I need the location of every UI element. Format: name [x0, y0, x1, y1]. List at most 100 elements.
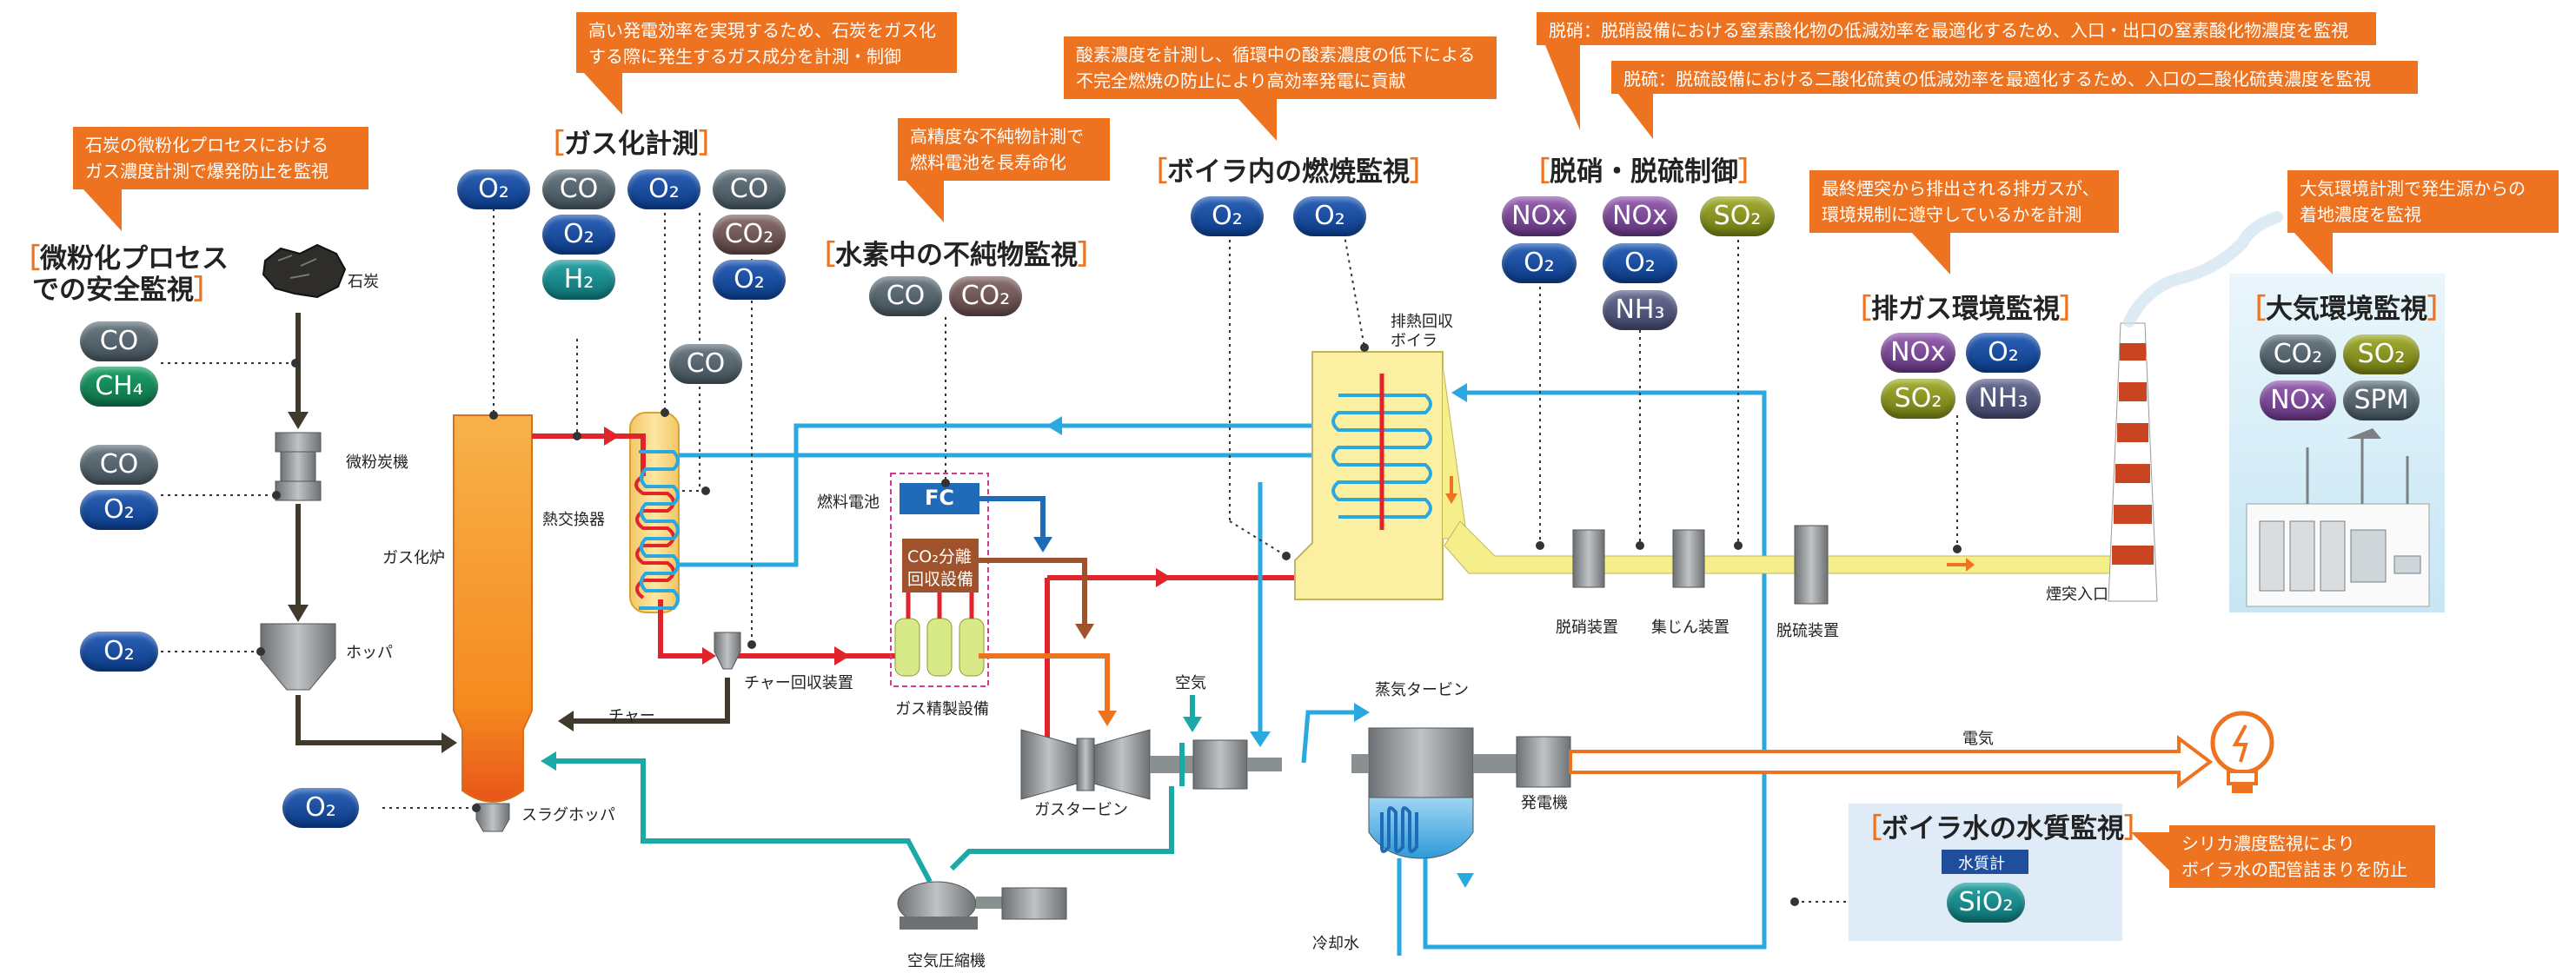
section-pulverize-line2: での安全監視	[13, 275, 194, 306]
gas-pill-o2: O₂	[1603, 243, 1677, 283]
callout-boiler-water: シリカ濃度監視により ボイラ水の配管詰まりを防止	[2169, 825, 2435, 888]
section-boiler-title: ボイラ内の燃焼監視	[1167, 156, 1410, 188]
bracket-close: ］	[1738, 156, 1765, 188]
bracket-open: ［	[1844, 294, 1871, 325]
gas-pill-o2: O₂	[1966, 333, 2041, 373]
label-hopper: ホッパ	[346, 640, 393, 663]
label-char-recovery: チャー回収装置	[744, 671, 853, 693]
gas-pill-nox: NOx	[2260, 381, 2336, 420]
gas-pill-co2: CO₂	[2260, 334, 2336, 374]
bracket-close: ］	[2124, 813, 2151, 844]
callout-gasification: 高い発電効率を実現するため、石炭をガス化 する際に発生するガス成分を計測・制御	[576, 12, 957, 73]
bracket-close: ］	[2427, 294, 2454, 325]
label-co2-separation: CO₂分離	[907, 544, 972, 567]
bracket-close: ］	[1410, 156, 1437, 188]
label-air: 空気	[1175, 671, 1206, 693]
gas-pill-o2: O₂	[1502, 243, 1577, 283]
electricity-arrow	[1570, 738, 2210, 785]
gas-pill-nox: NOx	[1881, 333, 1955, 373]
generator	[1517, 737, 1570, 787]
gas-pill-so2: SO₂	[2343, 334, 2420, 374]
section-pulverize: ［微粉化プロセス での安全監視］	[13, 243, 229, 306]
hopper	[261, 624, 335, 690]
label-hrsg-2: ボイラ	[1391, 328, 1437, 351]
section-boiler-combustion: ［ボイラ内の燃焼監視］	[1140, 149, 1437, 189]
label-pulverizer: 微粉炭機	[346, 450, 408, 473]
label-gasifier: ガス化炉	[382, 546, 445, 568]
gas-pill-co: CO	[80, 445, 158, 485]
bracket-open: ［	[13, 243, 40, 275]
section-pulverize-line1: 微粉化プロセス	[40, 243, 229, 275]
gas-turbine	[1021, 730, 1282, 799]
gas-pill-co: CO	[80, 321, 158, 361]
gas-pill-o2: O₂	[80, 632, 158, 672]
callout-atmosphere: 大気環境計測で発生源からの 着地濃度を監視	[2287, 170, 2559, 233]
label-fc: FC	[925, 486, 954, 510]
bracket-open: ［	[537, 129, 564, 160]
gas-pill-so2: SO₂	[1700, 196, 1775, 236]
section-boiler-water: ［ボイラ水の水質監視］	[1855, 806, 2151, 845]
exhaust-duct	[1444, 476, 2138, 604]
bracket-close: ］	[2060, 294, 2087, 325]
gas-pill-co: CO	[542, 169, 615, 209]
syngas-arrowheads	[604, 358, 1391, 665]
char-recovery	[714, 632, 740, 669]
bracket-open: ［	[1855, 813, 1882, 844]
gas-pill-o2: O₂	[1191, 196, 1264, 236]
label-dust-collector: 集じん装置	[1651, 615, 1730, 638]
gas-pill-o2: O₂	[80, 490, 158, 530]
section-atmosphere: ［大気環境監視］	[2239, 287, 2454, 326]
callout-pulverize: 石炭の微粉化プロセスにおける ガス濃度計測で爆発防止を監視	[73, 127, 368, 189]
label-water-meter: 水質計	[1958, 851, 2005, 874]
section-boiler-water-title: ボイラ水の水質監視	[1882, 813, 2124, 844]
gas-pill-o2: O₂	[627, 169, 700, 209]
callout-desulf: 脱硫：脱硫設備における二酸化硫黄の低減効率を最適化するため、入口の二酸化硫黄濃度…	[1611, 61, 2418, 94]
gas-pill-nh3: NH₃	[1966, 379, 2041, 419]
label-co2-recovery: 回収設備	[907, 566, 973, 590]
gas-pill-co: CO	[669, 344, 742, 384]
label-generator: 発電機	[1521, 791, 1568, 813]
label-gas-refining: ガス精製設備	[895, 697, 989, 719]
section-atmosphere-title: 大気環境監視	[2266, 294, 2427, 325]
label-fuel-cell: 燃料電池	[817, 490, 880, 513]
callout-fuel-cell: 高精度な不純物計測で 燃料電池を長寿命化	[898, 118, 1110, 181]
label-air-compressor: 空気圧縮機	[907, 949, 986, 971]
steam-turbine	[1351, 728, 1517, 858]
gas-pill-o2: O₂	[713, 260, 786, 300]
coal-pile-icon	[263, 245, 345, 297]
label-coal: 石炭	[348, 269, 379, 292]
label-gas-turbine: ガスタービン	[1034, 798, 1128, 820]
gas-pill-nox: NOx	[1502, 196, 1577, 236]
gas-pill-o2: O₂	[1293, 196, 1366, 236]
section-hydrogen: ［水素中の不純物監視］	[808, 233, 1105, 272]
label-denox: 脱硝装置	[1556, 615, 1618, 638]
section-exhaust-title: 排ガス環境監視	[1871, 294, 2060, 325]
bracket-open: ［	[808, 240, 835, 271]
label-slag-hopper: スラグホッパ	[521, 803, 615, 825]
bracket-close: ］	[699, 129, 726, 160]
gas-pill-co2: CO₂	[949, 276, 1022, 316]
label-electricity: 電気	[1962, 726, 1994, 749]
bracket-open: ［	[1140, 156, 1167, 188]
section-denox-desulf: ［脱硝・脱硫制御］	[1523, 149, 1765, 189]
gas-pill-o2: O₂	[542, 215, 615, 255]
label-cooling-water: 冷却水	[1312, 931, 1359, 954]
gas-pill-o2: O₂	[457, 169, 530, 209]
light-bulb-icon	[2213, 713, 2272, 793]
section-gasification: ［ガス化計測］	[537, 122, 726, 161]
gas-pill-sio2: SiO₂	[1947, 883, 2025, 923]
section-denox-title: 脱硝・脱硫制御	[1550, 156, 1738, 188]
gas-pill-so2: SO₂	[1881, 379, 1955, 419]
pulverizer	[276, 433, 321, 500]
gas-pill-h2: H₂	[542, 260, 615, 300]
gas-pill-spm: SPM	[2343, 381, 2420, 420]
label-char: チャー	[608, 704, 655, 726]
bracket-close: ］	[194, 275, 221, 306]
callout-boiler-oxygen: 酸素濃度を計測し、循環中の酸素濃度の低下による 不完全燃焼の防止により高効率発電…	[1064, 36, 1497, 99]
callout-exhaust: 最終煙突から排出される排ガスが、 環境規制に遵守しているかを計測	[1809, 170, 2119, 233]
label-stack-inlet: 煙突入口	[2046, 582, 2108, 605]
gas-pill-co: CO	[869, 276, 942, 316]
air-compressor	[898, 882, 1066, 930]
bracket-close: ］	[1078, 240, 1105, 271]
fc-lines	[979, 499, 1107, 712]
